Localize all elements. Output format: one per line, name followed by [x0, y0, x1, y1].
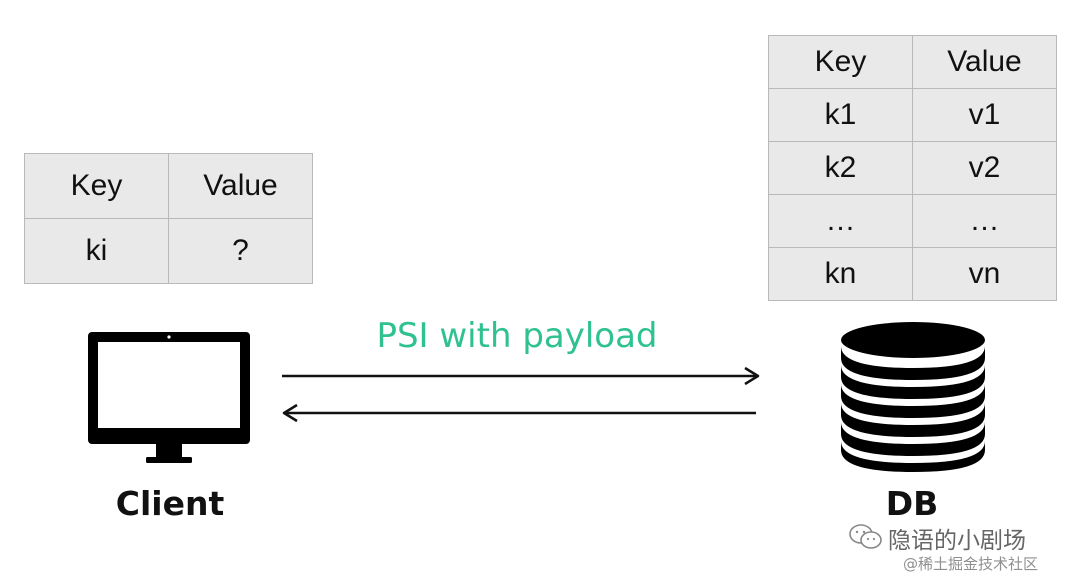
header-key: Key: [768, 35, 913, 89]
cell-value: v1: [912, 88, 1057, 142]
cell-key: kn: [768, 247, 913, 301]
cell-value: …: [912, 194, 1057, 248]
wechat-icon: [849, 524, 882, 549]
table-row: kn vn: [768, 247, 1057, 301]
table-row: … …: [768, 194, 1057, 248]
watermark-title: 隐语的小剧场: [888, 528, 1026, 554]
table-row: ki ?: [24, 218, 313, 284]
cell-key: …: [768, 194, 913, 248]
cell-key: k1: [768, 88, 913, 142]
client-key-value-table: Key Value ki ?: [24, 153, 313, 284]
right-arrow: [282, 366, 760, 386]
database-icon: [841, 322, 985, 472]
client-label: Client: [115, 484, 225, 523]
header-key: Key: [24, 153, 169, 219]
cell-key: ki: [24, 218, 169, 284]
table-row: k2 v2: [768, 141, 1057, 195]
cell-value: vn: [912, 247, 1057, 301]
header-value: Value: [912, 35, 1057, 89]
header-value: Value: [168, 153, 313, 219]
cell-key: k2: [768, 141, 913, 195]
table-row: k1 v1: [768, 88, 1057, 142]
cell-value: v2: [912, 141, 1057, 195]
left-arrow: [282, 403, 756, 423]
arrow-label: PSI with payload: [376, 316, 658, 356]
table-header-row: Key Value: [768, 35, 1057, 89]
monitor-icon: [88, 332, 250, 463]
watermark-source: @稀土掘金技术社区: [903, 555, 1039, 573]
table-header-row: Key Value: [24, 153, 313, 219]
db-key-value-table: Key Value k1 v1 k2 v2 … … kn vn: [768, 35, 1057, 301]
cell-value: ?: [168, 218, 313, 284]
db-label: DB: [885, 484, 939, 523]
